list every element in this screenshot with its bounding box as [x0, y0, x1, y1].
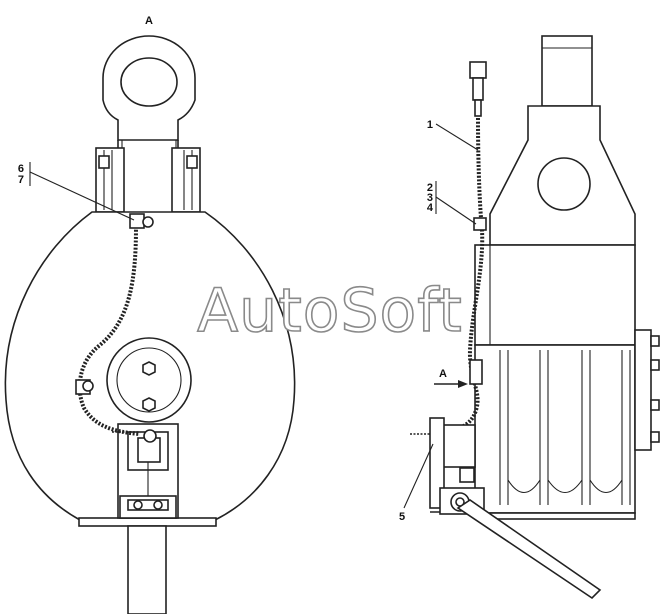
- view-arrow-a: A: [434, 368, 468, 388]
- bottom-plate: [489, 512, 636, 520]
- side-plates: [95, 147, 201, 213]
- arrow-label-a: A: [439, 368, 447, 380]
- right-hose: [444, 117, 487, 434]
- svg-text:1: 1: [427, 119, 433, 131]
- valve-assembly: [410, 417, 602, 600]
- bracket-assembly: [112, 423, 179, 519]
- watermark-text: AutoSoft: [197, 276, 463, 346]
- left-view-block: A: [4, 15, 296, 614]
- base-plate: [78, 517, 217, 527]
- callout-3: 3: [427, 192, 433, 204]
- side-bolts: [634, 329, 660, 451]
- lifting-eye: [102, 35, 196, 200]
- callout-2-3-4: 2 3 4: [427, 181, 477, 225]
- sheave-frame: [474, 344, 636, 514]
- right-view-block: 1 2 3 4 5 A: [399, 35, 660, 600]
- sheaves: [499, 350, 631, 505]
- callout-2: 2: [427, 182, 433, 194]
- lower-stem: [127, 525, 167, 614]
- svg-text:5: 5: [399, 511, 405, 523]
- view-label-a: A: [145, 15, 153, 27]
- callout-4: 4: [427, 202, 434, 214]
- sheave-hub: [106, 337, 192, 423]
- callout-6-7: 6 7: [18, 162, 135, 221]
- callout-5: 5: [399, 443, 434, 523]
- upper-stem: [541, 35, 593, 107]
- left-hose: [75, 213, 154, 436]
- callout-6: 6: [18, 163, 24, 175]
- hose-connector: [469, 61, 487, 117]
- side-frame-upper: [474, 244, 636, 346]
- callout-7: 7: [18, 174, 24, 186]
- callout-1: 1: [427, 119, 479, 151]
